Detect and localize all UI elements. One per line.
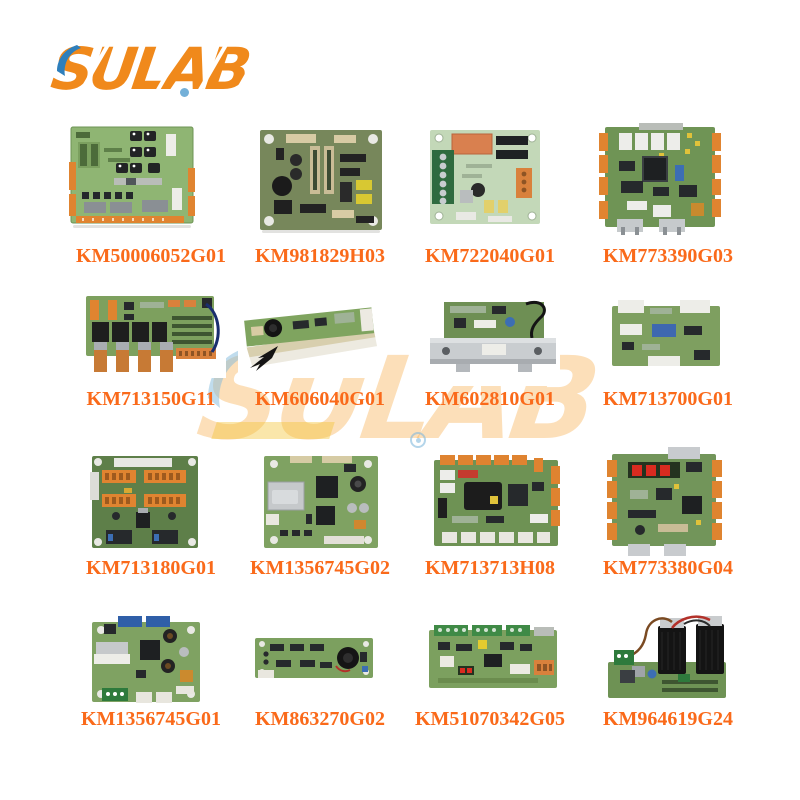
part-number-label: KM773380G04 bbox=[603, 557, 733, 579]
brand-logo: SULAB bbox=[47, 35, 272, 106]
watermark-underline bbox=[211, 422, 335, 439]
pcb-photo-km981829h03 bbox=[256, 126, 386, 234]
pcb-photo-km773380g04 bbox=[604, 446, 726, 556]
watermark-blue-accent-icon bbox=[208, 350, 246, 408]
pcb-photo-km964619g24 bbox=[602, 612, 732, 702]
part-number-label: KM1356745G01 bbox=[81, 708, 221, 730]
part-number-label: KM51070342G05 bbox=[415, 708, 565, 730]
pcb-photo-km606040g01 bbox=[238, 296, 380, 378]
pcb-photo-km713713h08 bbox=[430, 452, 562, 552]
part-number-label: KM713180G01 bbox=[86, 557, 216, 579]
part-number-label: KM602810G01 bbox=[425, 388, 555, 410]
pcb-photo-km51070342g05 bbox=[426, 622, 560, 694]
part-number-label: KM713713H08 bbox=[425, 557, 555, 579]
pcb-photo-km50006052g01 bbox=[68, 122, 198, 230]
watermark-registered-icon bbox=[410, 432, 426, 448]
pcb-photo-km713700g01 bbox=[606, 298, 726, 374]
pcb-photo-km773390g03 bbox=[597, 121, 723, 235]
pcb-photo-km1356745g02 bbox=[260, 450, 382, 554]
part-number-label: KM713700G01 bbox=[603, 388, 733, 410]
pcb-photo-km1356745g01 bbox=[88, 614, 204, 708]
pcb-photo-km602810g01 bbox=[426, 296, 560, 386]
logo-blue-dot bbox=[180, 88, 189, 97]
part-number-label: KM606040G01 bbox=[255, 388, 385, 410]
part-number-label: KM981829H03 bbox=[255, 245, 385, 267]
part-number-label: KM863270G02 bbox=[255, 708, 385, 730]
pcb-photo-km713150g11 bbox=[80, 290, 226, 378]
part-number-label: KM964619G24 bbox=[603, 708, 733, 730]
part-number-label: KM713150G11 bbox=[86, 388, 216, 410]
watermark: SULAB bbox=[191, 332, 670, 472]
part-number-label: KM50006052G01 bbox=[76, 245, 226, 267]
part-number-label: KM773390G03 bbox=[603, 245, 733, 267]
logo-blue-accent-icon bbox=[57, 45, 81, 76]
pcb-photo-km863270g02 bbox=[252, 632, 376, 684]
part-number-label: KM1356745G02 bbox=[250, 557, 390, 579]
pcb-photo-km722040g01 bbox=[426, 124, 544, 228]
pcb-photo-km713180g01 bbox=[88, 450, 202, 552]
part-number-label: KM722040G01 bbox=[425, 245, 555, 267]
